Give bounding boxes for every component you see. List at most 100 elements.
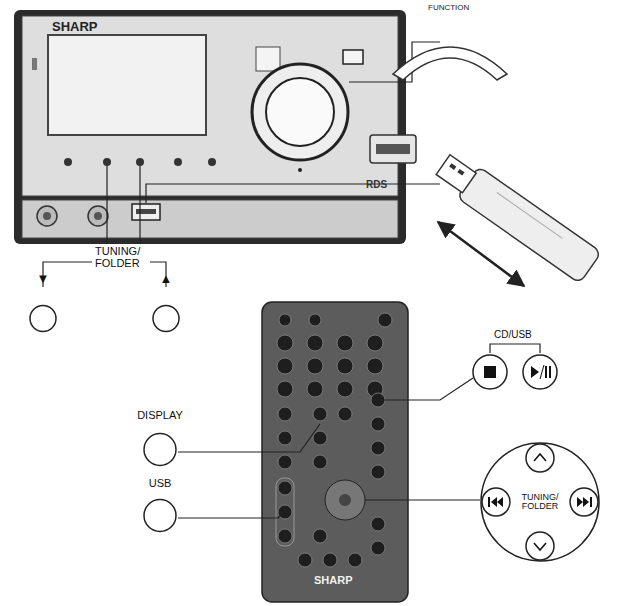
button-circle: [144, 434, 176, 466]
cd-usb-buttons: [523, 355, 557, 389]
tuning-folder-buttons: [590, 497, 592, 507]
remote-control: [337, 335, 353, 351]
remote-control: [277, 313, 392, 567]
main-unit: [64, 158, 72, 166]
main-unit: [174, 158, 182, 166]
tuning-folder-buttons: [570, 488, 598, 516]
tuning-folder-buttons: [526, 444, 554, 472]
leader-line: [365, 499, 480, 500]
cd-usb-buttons: [490, 344, 540, 353]
main-unit: [136, 209, 156, 214]
brand-logo: SHARP: [52, 20, 98, 34]
pad-label: TUNING/ FOLDER: [516, 493, 564, 512]
remote-control: [339, 494, 351, 506]
remote-button: ▲: [151, 272, 181, 334]
remote-control: [278, 505, 292, 519]
remote-control: [323, 553, 337, 567]
button-label: ▼: [28, 272, 58, 286]
remote-control: [279, 314, 291, 326]
main-unit: [208, 158, 216, 166]
button-circle: [144, 500, 176, 532]
tuning-folder-buttons: [482, 444, 598, 560]
remote-button: DISPLAY: [130, 410, 190, 468]
leader-line: [178, 424, 320, 452]
rds-logo: RDS: [366, 180, 387, 191]
remote-control: [371, 441, 385, 455]
usb-memory: [438, 222, 524, 286]
remote-control: [337, 358, 353, 374]
remote-control: [367, 335, 383, 351]
remote-button: USB: [130, 478, 190, 534]
tuning-folder-buttons: [482, 488, 510, 516]
leader-line: [139, 166, 140, 244]
tuning-folder-buttons: [577, 497, 589, 507]
leader-line: [43, 262, 92, 287]
usb-memory: [449, 163, 456, 170]
function-knob-arc: [393, 47, 507, 80]
remote-control: [277, 358, 293, 374]
tuning-folder-buttons: [488, 497, 490, 507]
callout-label: TUNING/ FOLDER: [95, 246, 150, 269]
callout-label: CD/USB: [494, 330, 532, 341]
usb-memory: [432, 149, 601, 283]
tuning-folder-buttons: [526, 532, 554, 560]
usb-memory: [457, 169, 464, 176]
main-unit: [48, 35, 206, 135]
remote-control: [278, 431, 292, 445]
remote-control: [307, 335, 323, 351]
button-label: USB: [130, 478, 190, 490]
main-unit: [14, 10, 406, 244]
leader-line: [106, 166, 107, 244]
usb-memory: [457, 166, 602, 283]
main-unit: [252, 64, 348, 160]
cd-usb-buttons: [484, 366, 496, 378]
remote-control: [371, 541, 385, 555]
leader-line: [146, 184, 440, 203]
remote-control: [277, 381, 293, 397]
callout-label: FUNCTION: [428, 4, 469, 12]
tuning-folder-buttons: [491, 497, 503, 507]
button-label: ▲: [151, 272, 181, 286]
remote-control: [378, 313, 392, 327]
remote-control: [367, 358, 383, 374]
main-unit: [266, 78, 334, 146]
control-pad: TUNING/ FOLDER: [480, 442, 600, 562]
tuning-folder-buttons: [534, 543, 546, 550]
remote-control: [325, 480, 365, 520]
cd-usb-buttons: [540, 365, 544, 379]
button-circle: [30, 306, 56, 332]
leader-line: [178, 513, 283, 518]
main-unit: [14, 10, 406, 244]
cd-usb-buttons: [473, 355, 507, 389]
remote-control: [278, 481, 292, 495]
leader-line: [178, 378, 480, 518]
usb-memory: [370, 135, 601, 286]
remote-control: [276, 478, 294, 546]
tuning-folder-buttons: [534, 454, 546, 461]
main-unit: [43, 212, 51, 220]
cd-usb-buttons: [473, 344, 557, 389]
main-unit: [256, 47, 280, 71]
main-unit: [136, 158, 144, 166]
remote-control: [278, 529, 292, 543]
remote-control: [348, 553, 362, 567]
remote-control: [371, 465, 385, 479]
remote-button: ▼: [28, 272, 58, 334]
remote-control: [313, 407, 327, 421]
remote-control: [307, 358, 323, 374]
remote-control: [278, 455, 292, 469]
button-circle: [153, 306, 179, 332]
brand-logo: SHARP: [314, 575, 353, 587]
button-circle: [481, 443, 599, 561]
cd-usb-buttons: [549, 366, 551, 378]
main-unit: [22, 200, 398, 238]
remote-control: [371, 517, 385, 531]
main-unit: [343, 50, 363, 64]
usb-memory: [497, 193, 563, 239]
main-unit: [37, 206, 57, 226]
leader-line: [43, 42, 440, 287]
remote-control: [277, 335, 293, 351]
remote-control: [307, 381, 323, 397]
remote-control: [313, 529, 327, 543]
